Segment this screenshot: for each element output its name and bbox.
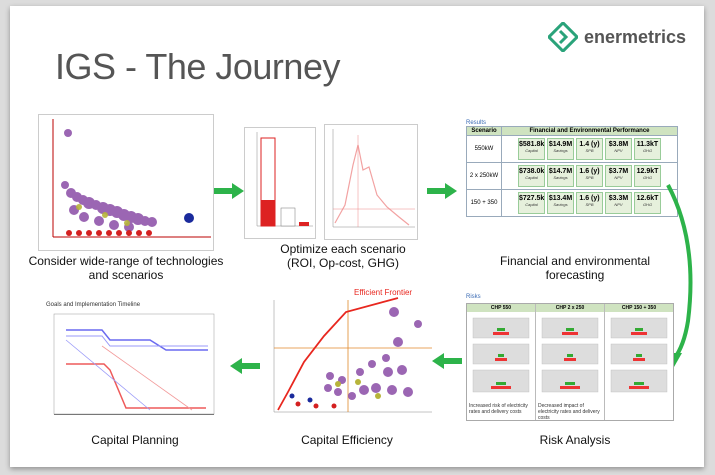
caption-risk: Risk Analysis: [539, 433, 611, 447]
caption-consider: Consider wide-range of technologies and …: [28, 254, 224, 282]
risk-panel: Risks CHP 550 Increased risk of electric…: [466, 294, 674, 421]
caption-efficiency: Capital Efficiency: [301, 433, 393, 447]
technology-scatter-thumbnail: [38, 114, 214, 251]
slide: IGS - The Journey enermetrics: [10, 6, 704, 467]
efficient-frontier-label: Efficient Frontier: [354, 288, 413, 297]
results-panel: Results Scenario Financial and Environme…: [466, 120, 678, 252]
scenario-label: 150 + 350: [466, 189, 502, 217]
efficiency-chart-thumbnail: Efficient Frontier: [268, 288, 434, 420]
right-arrow-icon: [214, 183, 244, 199]
risk-col-header: CHP 2 x 250: [536, 304, 604, 312]
enermetrics-logo: enermetrics: [547, 22, 686, 52]
scenario-label: 550kW: [466, 135, 502, 163]
risk-note: Increased risk of electricity rates and …: [469, 403, 528, 415]
risk-note: Decreased impact of electricity rates an…: [538, 403, 600, 421]
caption-forecast: Financial and environmental forecasting: [499, 254, 651, 282]
left-arrow-icon: [432, 353, 462, 369]
slide-title: IGS - The Journey: [55, 46, 340, 87]
timeline-title: Goals and Implementation Timeline: [46, 302, 141, 308]
risk-col-header: CHP 550: [467, 304, 535, 312]
results-label: Results: [466, 120, 487, 126]
logo-icon: [547, 22, 578, 52]
optimize-bar-chart-thumbnail: [244, 127, 316, 239]
caption-planning: Capital Planning: [91, 433, 179, 447]
risks-label: Risks: [466, 294, 481, 300]
scenario-label: 2 x 250kW: [466, 162, 502, 190]
timeline-chart-thumbnail: Goals and Implementation Timeline: [46, 302, 224, 428]
risk-col-header: CHP 150 + 350: [605, 304, 673, 312]
logo-text: enermetrics: [583, 26, 686, 47]
results-table: Scenario Financial and Environmental Per…: [466, 126, 678, 217]
results-col-scenario: Scenario: [466, 126, 502, 136]
right-arrow-icon: [427, 183, 457, 199]
results-col-perf: Financial and Environmental Performance: [501, 126, 678, 136]
risk-table: CHP 550 Increased risk of electricity ra…: [466, 303, 674, 421]
left-arrow-icon: [230, 358, 260, 374]
optimize-line-chart-thumbnail: [324, 124, 418, 240]
caption-optimize: Optimize each scenario (ROI, Op-cost, GH…: [280, 242, 406, 270]
